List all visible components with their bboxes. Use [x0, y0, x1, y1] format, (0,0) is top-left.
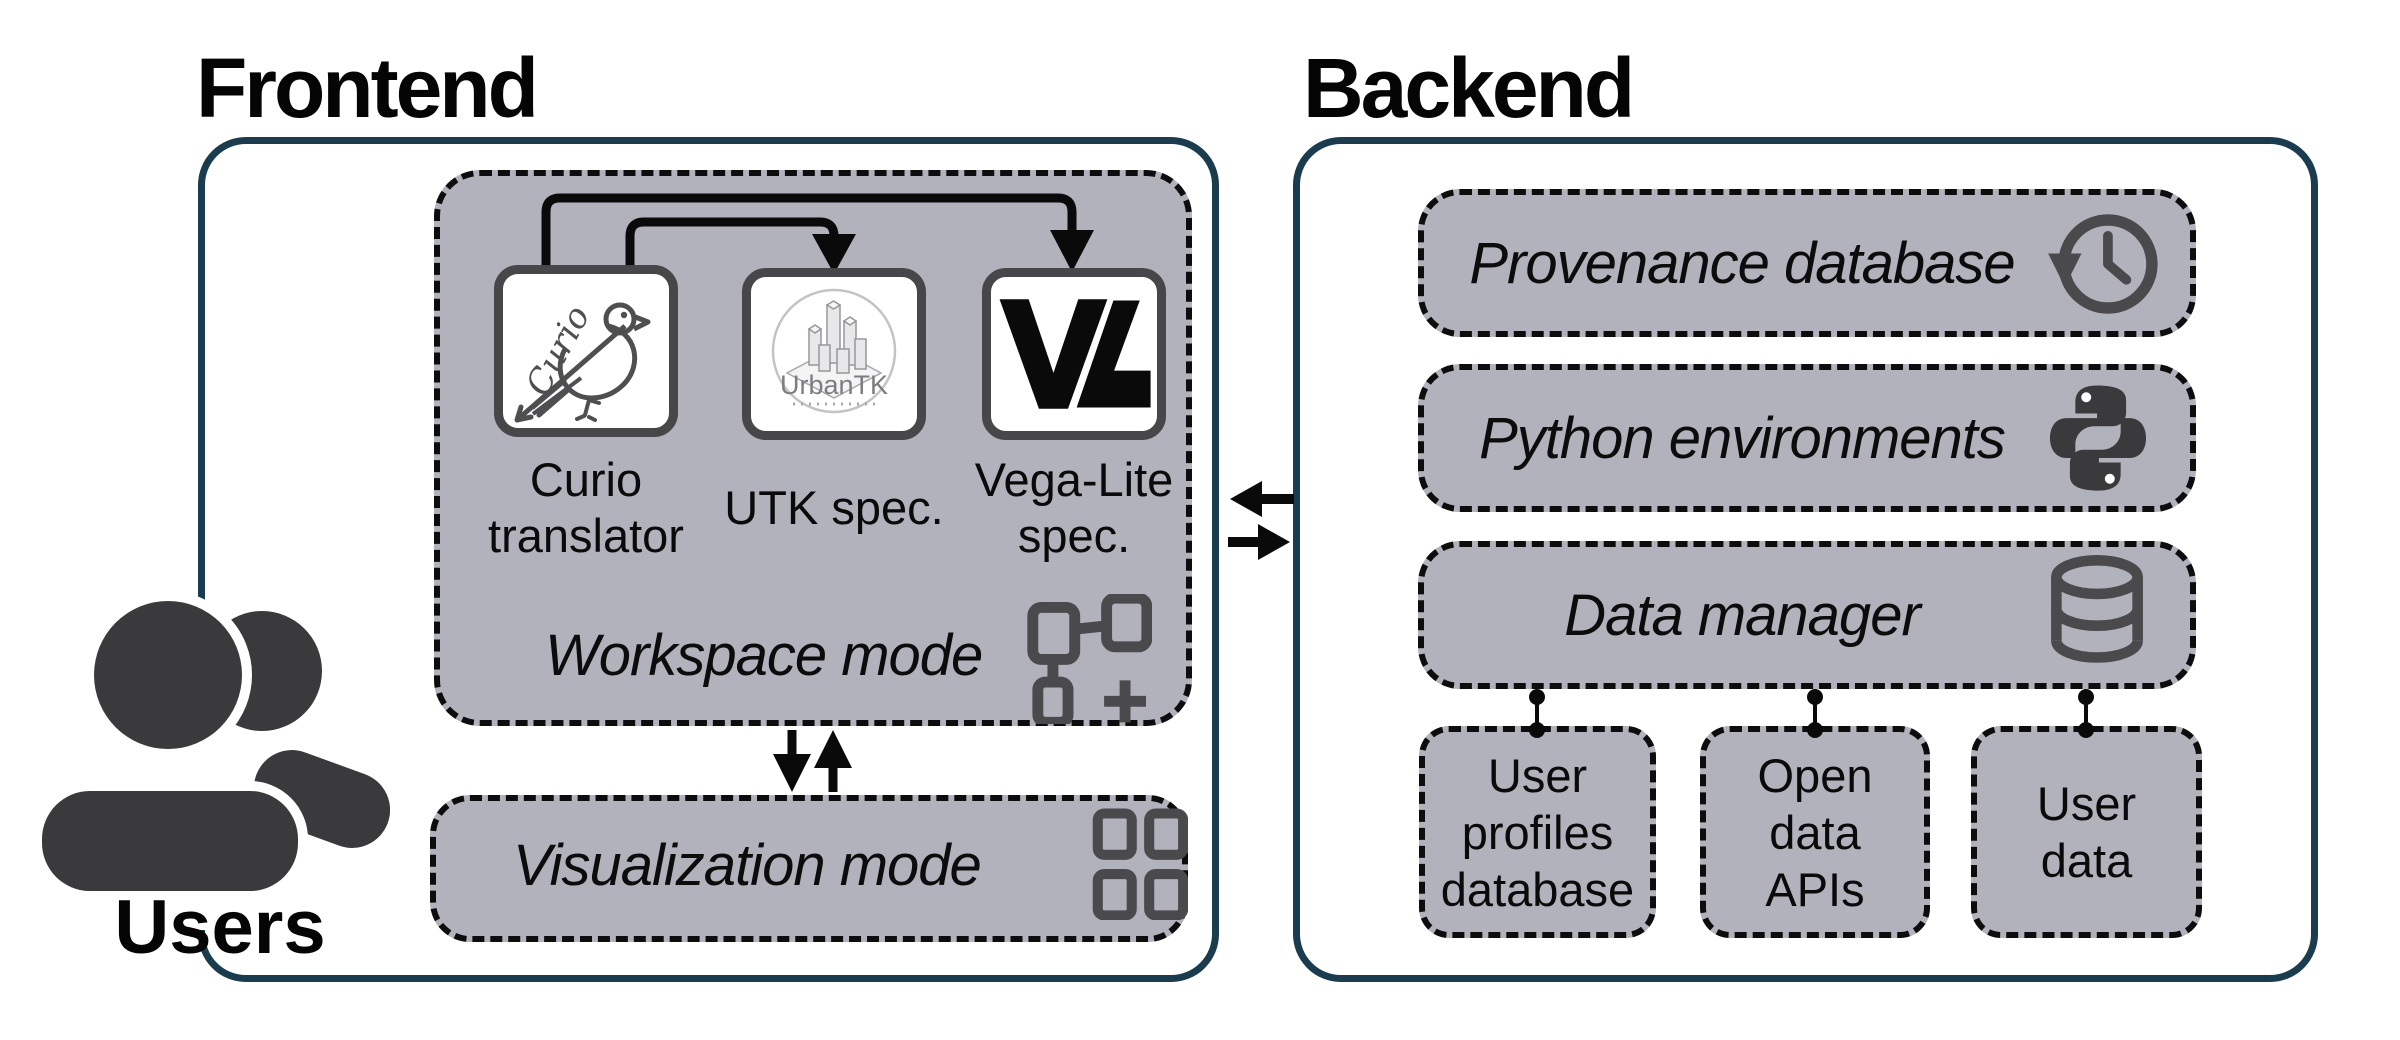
users-label: Users	[114, 885, 326, 970]
database-icon	[2051, 555, 2143, 663]
curio-translator-label: Curio translator	[488, 453, 684, 562]
grid-icon	[1092, 808, 1188, 920]
frontend-title: Frontend	[196, 41, 539, 135]
backend-title: Backend	[1303, 41, 1635, 135]
curio-translator-box: Curio	[494, 265, 678, 437]
curio-logo-icon: Curio	[514, 299, 651, 423]
open-data-apis-box: Open data APIs	[1700, 726, 1930, 938]
vega-lite-spec-label: Vega-Lite spec.	[974, 453, 1174, 562]
workflow-icon	[1027, 594, 1152, 724]
provenance-database-box: Provenance database	[1418, 189, 2196, 337]
provenance-database-label: Provenance database	[1469, 230, 2015, 296]
urbantk-logo-icon: UrbanTK	[771, 288, 897, 414]
users-icon	[32, 591, 390, 899]
visualization-mode-panel	[430, 795, 1188, 942]
workspace-mode-label: Workspace mode	[545, 623, 983, 688]
python-icon	[2049, 385, 2147, 491]
utk-spec-box: UrbanTK	[742, 268, 926, 440]
data-manager-box: Data manager	[1418, 541, 2196, 689]
visualization-mode-label: Visualization mode	[513, 833, 982, 898]
vega-lite-spec-box	[982, 268, 1166, 440]
history-icon	[2048, 214, 2158, 314]
vega-lite-logo-icon	[999, 297, 1154, 411]
user-data-box: User data	[1971, 726, 2202, 938]
python-environments-box: Python environments	[1418, 364, 2196, 512]
urbantk-logo-text: UrbanTK	[780, 370, 888, 400]
curio-logo-text: Curio	[518, 299, 598, 402]
python-environments-label: Python environments	[1479, 405, 2006, 471]
user-profiles-database-box: User profiles database	[1419, 726, 1656, 938]
utk-spec-label: UTK spec.	[724, 481, 944, 534]
data-manager-label: Data manager	[1564, 582, 1921, 648]
